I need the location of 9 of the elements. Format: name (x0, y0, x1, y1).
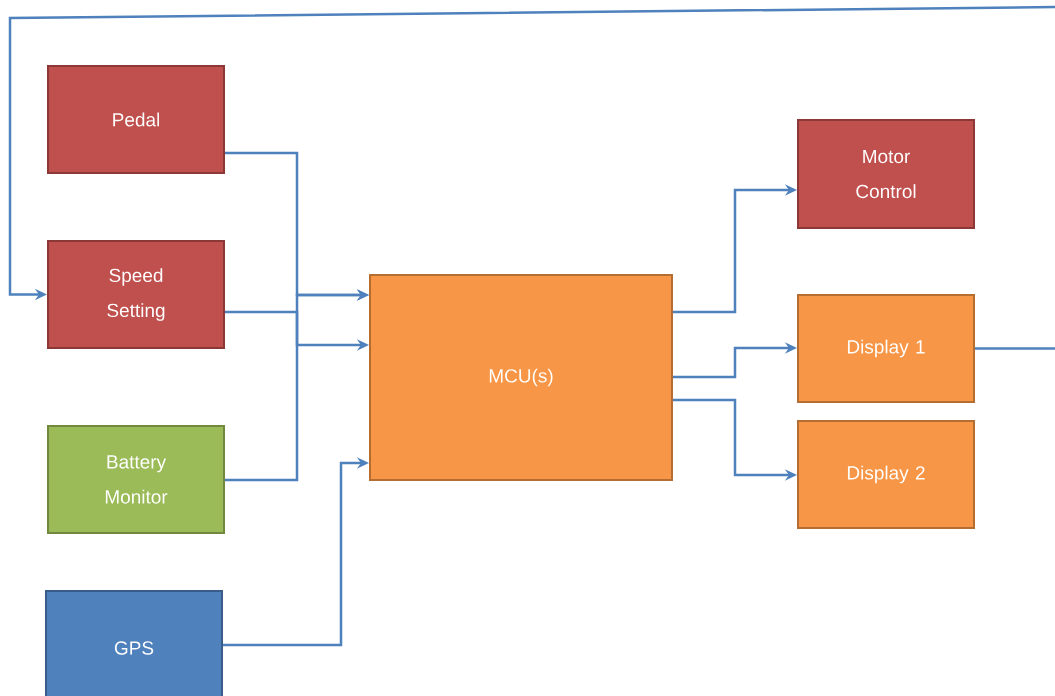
input-box: Pedal (47, 65, 225, 174)
input-box: Battery Monitor (47, 425, 225, 534)
output-box: Display 2 (797, 420, 975, 529)
feedback-arrow (8, 5, 1055, 350)
input-box: GPS (45, 590, 223, 696)
output-box: Display 1 (797, 294, 975, 403)
output-box: Motor Control (797, 119, 975, 229)
input-box: Speed Setting (47, 240, 225, 349)
processor-box: MCU(s) (369, 274, 673, 481)
